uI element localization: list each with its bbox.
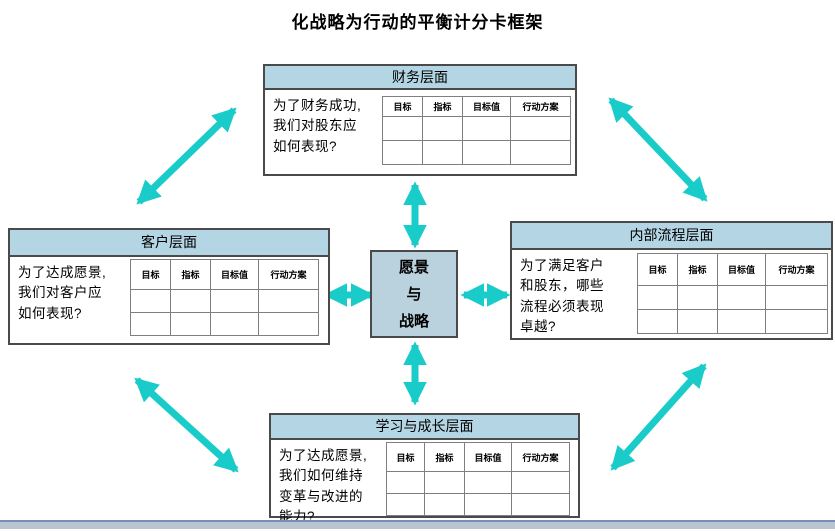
table-row	[382, 116, 571, 141]
panel-learning-title: 学习与成长层面	[271, 415, 578, 440]
table-cell	[130, 312, 171, 336]
table-cell	[464, 471, 512, 494]
arrow-financial-internal	[608, 97, 708, 202]
table-cell	[130, 289, 171, 313]
table-cell	[765, 285, 828, 310]
panel-internal-title: 内部流程层面	[512, 223, 831, 250]
panel-financial-title: 财务层面	[265, 66, 575, 90]
table-cell	[382, 116, 423, 141]
col-header-action-plan: 行动方案	[765, 253, 828, 286]
panel-internal-question: 为了满足客户 和股东，哪些 流程必须表现 卓越?	[520, 258, 604, 334]
col-header-action-plan: 行动方案	[511, 442, 570, 472]
table-cell	[637, 309, 678, 334]
table-cell	[170, 289, 211, 313]
col-header-metric: 指标	[422, 96, 463, 117]
table-cell	[717, 285, 766, 310]
table-cell	[258, 289, 319, 313]
table-cell	[210, 312, 259, 336]
col-header-goal: 目标	[130, 259, 171, 290]
center-text: 愿景 与 战略	[398, 258, 429, 330]
panel-customer-question: 为了达成愿景, 我们对客户应 如何表现?	[18, 265, 107, 321]
table-cell	[510, 116, 571, 141]
table-row	[382, 140, 571, 165]
col-header-metric: 指标	[170, 259, 211, 290]
table-cell	[462, 116, 511, 141]
scorecard-table: 目标 指标 目标值 行动方案	[637, 253, 828, 334]
col-header-goal: 目标	[637, 253, 678, 286]
panel-customer-title: 客户层面	[10, 230, 328, 257]
table-cell	[464, 493, 512, 516]
center-vision-strategy-box: 愿景 与 战略	[370, 250, 458, 338]
table-cell	[462, 140, 511, 165]
panel-financial: 财务层面 为了财务成功, 我们对股东应 如何表现? 目标 指标 目标值 行动方案	[263, 64, 577, 176]
table-cell	[386, 493, 425, 516]
table-cell	[677, 309, 718, 334]
table-row	[130, 312, 319, 336]
table-header-row: 目标 指标 目标值 行动方案	[130, 259, 319, 290]
table-cell	[510, 140, 571, 165]
arrow-customer-learning	[134, 377, 239, 473]
table-cell	[386, 471, 425, 494]
table-cell	[677, 285, 718, 310]
table-row	[386, 493, 570, 516]
table-row	[637, 309, 828, 334]
col-header-goal: 目标	[386, 442, 425, 472]
table-cell	[765, 309, 828, 334]
table-cell	[422, 140, 463, 165]
col-header-target-value: 目标值	[210, 259, 259, 290]
scorecard-table: 目标 指标 目标值 行动方案	[386, 442, 570, 516]
panel-customer: 客户层面 为了达成愿景, 我们对客户应 如何表现? 目标 指标 目标值 行动方案	[8, 228, 330, 345]
col-header-metric: 指标	[424, 442, 465, 472]
table-cell	[210, 289, 259, 313]
table-row	[130, 289, 319, 313]
table-cell	[424, 471, 465, 494]
panel-learning-question: 为了达成愿景, 我们如何维持 变革与改进的 能力?	[279, 448, 368, 524]
table-row	[386, 471, 570, 494]
table-cell	[511, 493, 570, 516]
col-header-action-plan: 行动方案	[258, 259, 319, 290]
table-header-row: 目标 指标 目标值 行动方案	[637, 253, 828, 286]
arrow-customer-financial	[136, 107, 237, 205]
table-cell	[382, 140, 423, 165]
table-cell	[511, 471, 570, 494]
scorecard-table: 目标 指标 目标值 行动方案	[382, 96, 571, 165]
table-cell	[422, 116, 463, 141]
table-cell	[258, 312, 319, 336]
col-header-goal: 目标	[382, 96, 423, 117]
col-header-action-plan: 行动方案	[510, 96, 571, 117]
table-row	[637, 285, 828, 310]
scorecard-table: 目标 指标 目标值 行动方案	[130, 259, 319, 336]
table-header-row: 目标 指标 目标值 行动方案	[386, 442, 570, 472]
panel-internal-process: 内部流程层面 为了满足客户 和股东，哪些 流程必须表现 卓越? 目标 指标 目标…	[510, 221, 833, 340]
bottom-decorative-bar	[0, 520, 835, 529]
arrow-learning-internal	[610, 363, 707, 471]
table-header-row: 目标 指标 目标值 行动方案	[382, 96, 571, 117]
col-header-target-value: 目标值	[462, 96, 511, 117]
col-header-metric: 指标	[677, 253, 718, 286]
panel-learning-growth: 学习与成长层面 为了达成愿景, 我们如何维持 变革与改进的 能力? 目标 指标 …	[269, 413, 580, 524]
table-cell	[424, 493, 465, 516]
table-cell	[170, 312, 211, 336]
col-header-target-value: 目标值	[464, 442, 512, 472]
table-cell	[717, 309, 766, 334]
page-title: 化战略为行动的平衡计分卡框架	[291, 13, 544, 32]
table-cell	[637, 285, 678, 310]
panel-financial-question: 为了财务成功, 我们对股东应 如何表现?	[273, 98, 362, 154]
col-header-target-value: 目标值	[717, 253, 766, 286]
